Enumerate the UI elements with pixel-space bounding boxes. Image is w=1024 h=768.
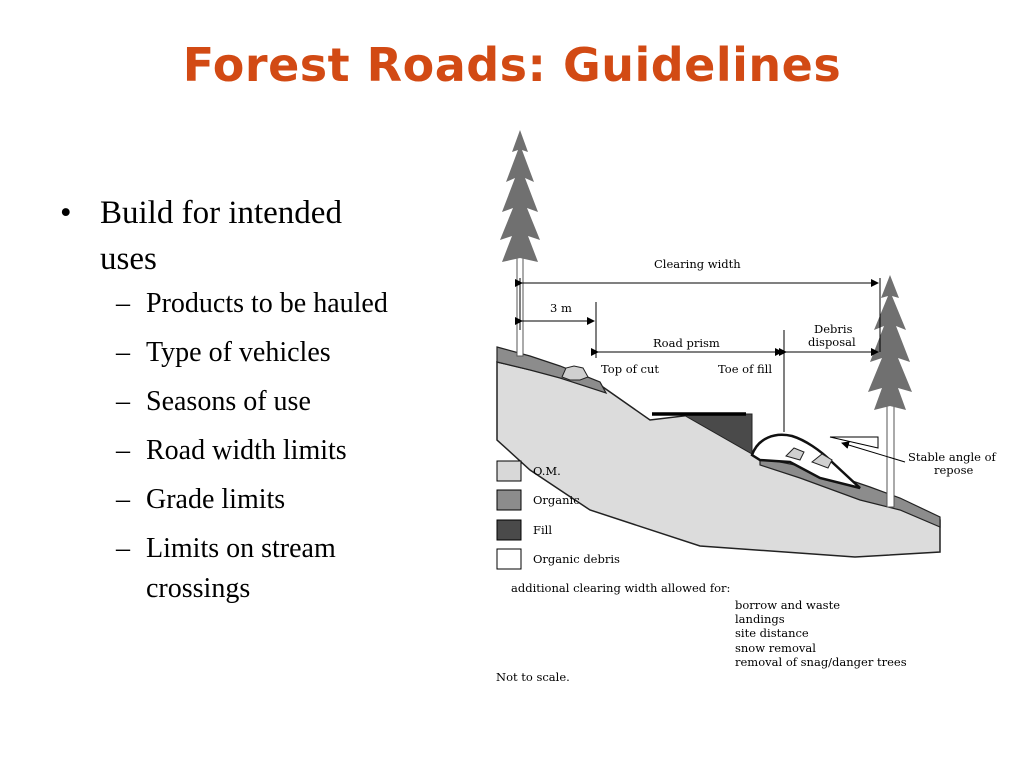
sub-bullet-stream: –Limits on stream crossings [58, 529, 458, 609]
stable-angle-label-2: repose [934, 463, 973, 477]
stable-angle-arrow [841, 441, 906, 463]
sub-bullet-text: Road width limits [146, 435, 347, 466]
slide-title: Forest Roads: Guidelines [182, 38, 842, 92]
bullet-list: • Build for intended uses –Products to b… [58, 190, 458, 618]
legend-label-debris: Organic debris [533, 552, 620, 566]
stable-angle-wedge [829, 436, 879, 449]
sub-bullet-list: –Products to be hauled –Type of vehicles… [58, 284, 458, 609]
legend-swatch-organic [496, 489, 522, 511]
stable-angle-label-1: Stable angle of [908, 450, 997, 464]
sub-bullet-text: Seasons of use [146, 386, 311, 417]
main-bullet-line1: Build for intended [100, 195, 342, 231]
clearing-width-label: Clearing width [654, 257, 741, 271]
sub-bullet-seasons: –Seasons of use [58, 382, 458, 422]
sub-bullet-text: Limits on stream [146, 533, 336, 564]
sub-bullet-text-line2: crossings [146, 573, 251, 604]
debris-log-icon [785, 447, 833, 469]
main-bullet-line2: uses [100, 241, 157, 277]
three-m-label: 3 m [550, 301, 572, 315]
toe-of-fill-label: Toe of fill [718, 362, 772, 376]
road-prism-label: Road prism [653, 336, 720, 350]
organic-debris-pile [750, 433, 861, 490]
note-item-snow: snow removal [735, 641, 816, 655]
dash-icon: – [116, 288, 130, 319]
right-tree-icon [868, 275, 912, 508]
sub-bullet-text: Products to be hauled [146, 288, 388, 319]
sub-bullet-grade: –Grade limits [58, 480, 458, 520]
dash-icon: – [116, 533, 130, 564]
sub-bullet-width: –Road width limits [58, 431, 458, 471]
note-item-borrow: borrow and waste [735, 598, 840, 612]
dash-icon: – [116, 386, 130, 417]
additional-clearing-note: additional clearing width allowed for: [511, 581, 730, 595]
bullet-dot-icon: • [60, 195, 72, 231]
dash-icon: – [116, 435, 130, 466]
sub-bullet-products: –Products to be hauled [58, 284, 458, 324]
sub-bullet-text: Type of vehicles [146, 337, 331, 368]
legend-label-organic: Organic [533, 493, 580, 507]
legend-swatch-debris [496, 548, 522, 570]
sub-bullet-vehicles: –Type of vehicles [58, 333, 458, 373]
legend: O.M. Organic Fill Organic debris [496, 460, 620, 570]
main-bullet: • Build for intended uses [58, 190, 458, 282]
ground-om-layer [496, 361, 941, 558]
stump-left-icon [561, 365, 589, 381]
ground-organic-layer-left [496, 346, 608, 395]
note-item-site-distance: site distance [735, 626, 809, 640]
note-item-snag: removal of snag/danger trees [735, 655, 907, 669]
legend-swatch-om [496, 460, 522, 482]
dash-icon: – [116, 337, 130, 368]
debris-disposal-label-2: disposal [808, 335, 856, 349]
legend-label-fill: Fill [533, 523, 552, 537]
dash-icon: – [116, 484, 130, 515]
sub-bullet-text: Grade limits [146, 484, 286, 515]
note-item-landings: landings [735, 612, 785, 626]
not-to-scale-note: Not to scale. [496, 670, 570, 684]
debris-disposal-label-1: Debris [814, 322, 853, 336]
top-of-cut-label: Top of cut [601, 362, 659, 376]
legend-swatch-fill [496, 519, 522, 541]
legend-label-om: O.M. [533, 464, 561, 478]
